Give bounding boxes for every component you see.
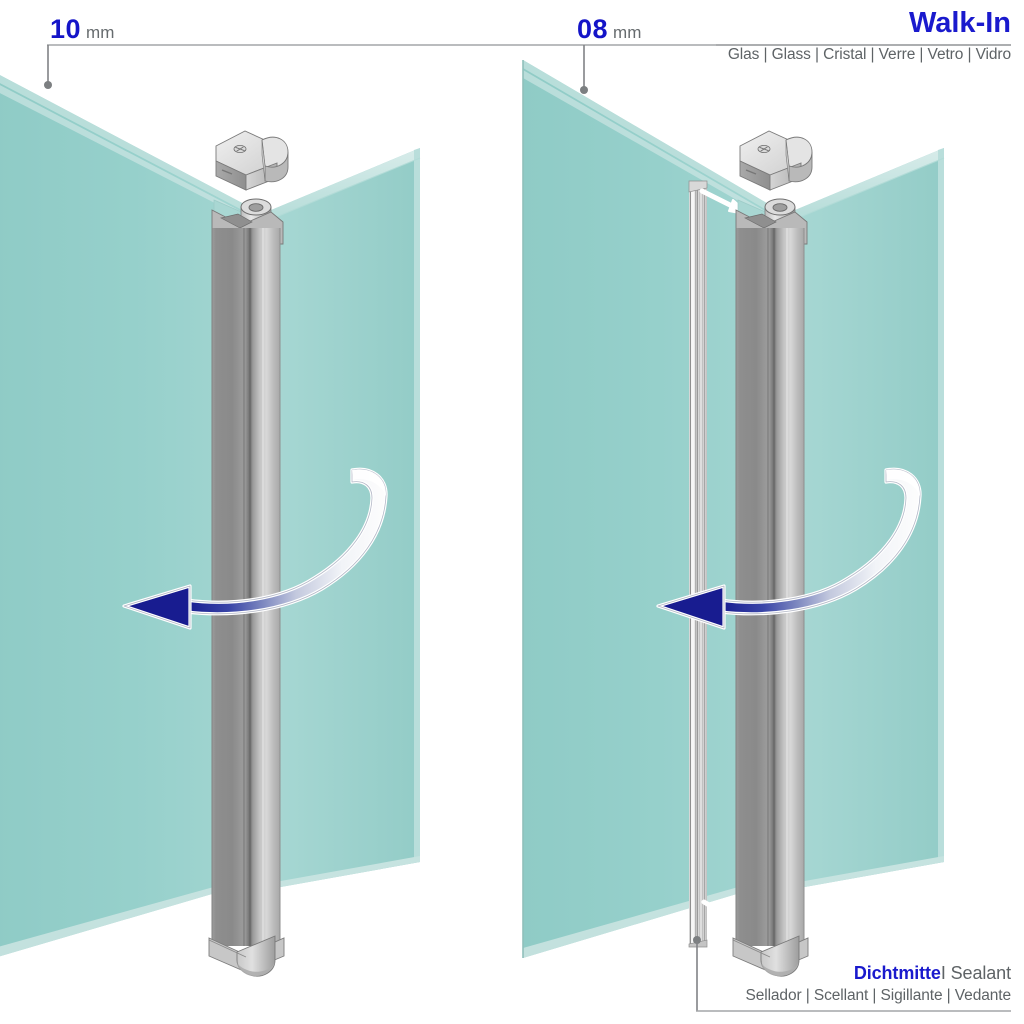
dimension-unit-right: mm	[613, 23, 642, 42]
sealant-caption-line-2: Sellador | Scellant | Sigillante | Vedan…	[745, 987, 1011, 1004]
dot-marker-icon	[44, 81, 52, 89]
leader-dimension-10mm	[44, 45, 52, 89]
glass-panel-front-right	[522, 60, 770, 958]
sealant-label-de: Dichtmitte	[853, 963, 941, 983]
bottom-cap-right	[732, 935, 809, 977]
sealant-caption-line-1: DichtmitteI Sealant	[591, 962, 1011, 984]
rotation-arrow-left	[122, 467, 388, 630]
dimension-value-left: 10	[50, 14, 82, 44]
diagram-left-10mm	[0, 75, 421, 977]
sealant-label-en: I Sealant	[940, 963, 1011, 983]
dimension-value-right: 08	[577, 14, 609, 44]
screw-head-icon	[233, 144, 247, 153]
hinge-cap-right	[739, 130, 813, 191]
sealant-caption: DichtmitteI Sealant Sellador | Scellant …	[591, 962, 1011, 1006]
screw-head-icon	[757, 144, 771, 153]
bottom-cap-left	[208, 935, 285, 977]
title-subtitle: Glas | Glass | Cristal | Verre | Vetro |…	[727, 46, 1011, 63]
hinge-profile-notch-right	[744, 213, 777, 229]
leader-dimension-08mm	[580, 45, 588, 94]
glass-panel-side-left	[263, 148, 421, 890]
glass-panel-front-left	[0, 75, 246, 957]
leader-sealant	[693, 936, 1011, 1012]
hinge-profile-right	[735, 228, 805, 946]
hinge-profile-notch-left	[220, 213, 253, 229]
sealant-strip	[688, 180, 708, 948]
dot-marker-icon	[580, 86, 588, 94]
glass-panel-side-right	[787, 148, 945, 890]
dot-marker-icon	[693, 936, 701, 944]
hinge-cap-left	[215, 130, 289, 191]
hinge-profile-left	[211, 228, 281, 946]
diagram-right-08mm	[522, 60, 945, 977]
page-title: Walk-In	[908, 7, 1011, 39]
dimension-unit-left: mm	[86, 23, 115, 42]
rotation-arrow-right	[656, 467, 922, 630]
title-block: Walk-In Glas | Glass | Cristal | Verre |…	[591, 8, 1011, 65]
